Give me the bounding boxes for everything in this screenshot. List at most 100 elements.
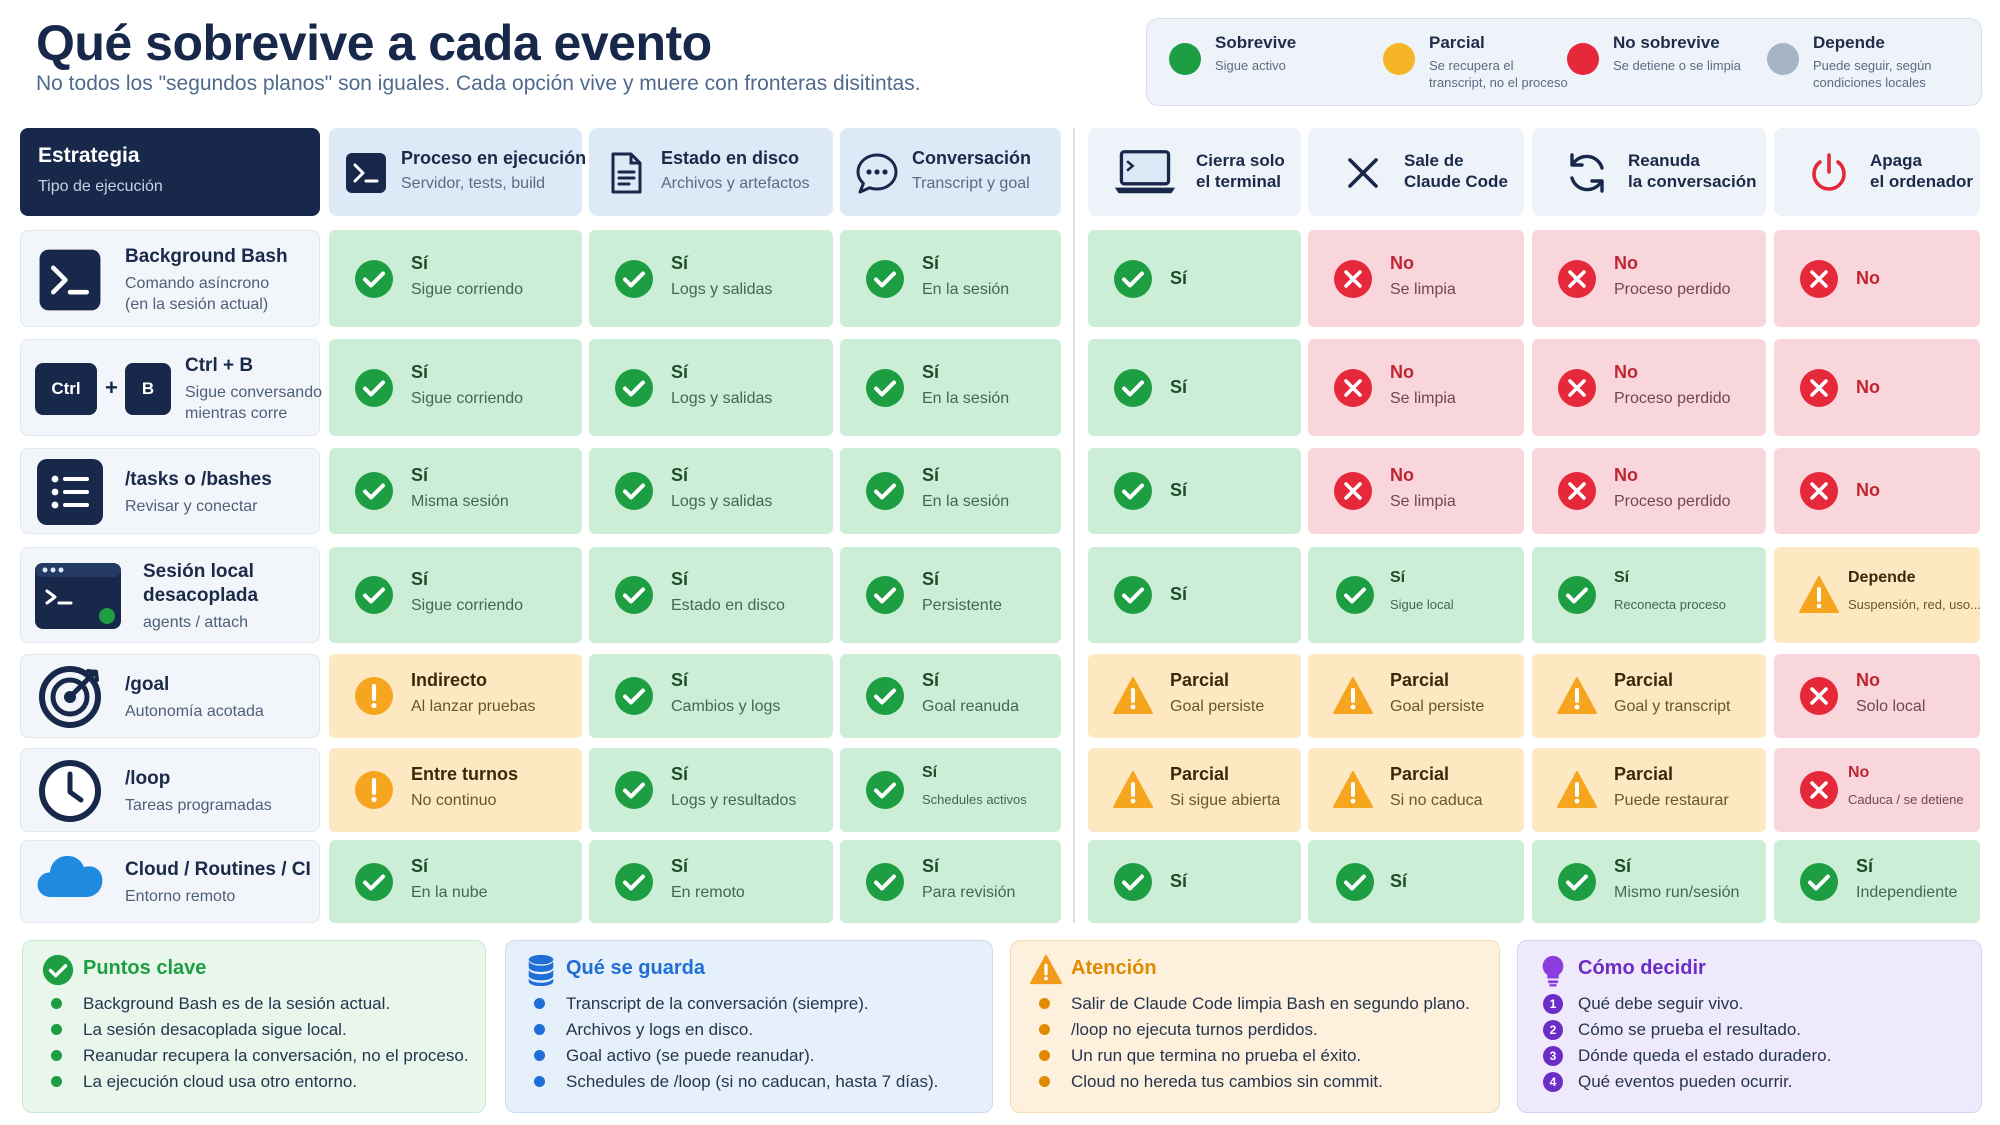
status-cell-ok: Sí [1088,339,1301,436]
key-cap: B [125,362,171,415]
status-title: Sí [1170,870,1188,891]
warning-icon [1332,769,1374,811]
status-title: Parcial [1614,764,1674,784]
status-detail: Si no caduca [1390,792,1483,809]
info-card-item-text: Dónde queda el estado duradero. [1578,1046,1832,1065]
info-card-item: Schedules de /loop (si no caducan, hasta… [534,1071,938,1097]
status-detail: Misma sesión [411,493,509,510]
warning-icon [1556,675,1598,717]
status-cell-ok: Sí [1308,840,1524,923]
bullet [534,998,545,1009]
warning-icon [1798,574,1840,616]
bullet [534,1050,545,1061]
status-cell-no: No [1774,448,1980,534]
check-circle-icon [613,470,655,512]
info-card-item: Transcript de la conversación (siempre). [534,993,938,1019]
status-detail: En remoto [671,883,745,901]
info-card-item-text: Cómo se prueba el resultado. [1578,1020,1802,1039]
status-detail: Si sigue abierta [1170,792,1281,809]
legend-title: Sobrevive [1215,33,1297,52]
legend-description: Sigue activo [1215,58,1286,73]
info-card-item-text: /loop no ejecuta turnos perdidos. [1071,1020,1318,1039]
strategy-header-subtitle: Tipo de ejecución [38,178,163,195]
legend-swatch [1567,43,1599,75]
row-label-title: Cloud / Routines / CI [125,859,311,880]
status-title: Sí [411,855,429,876]
status-title: Sí [411,361,429,382]
status-detail: Mismo run/sesión [1614,883,1740,901]
bullet [51,1024,62,1035]
number-badge: 3 [1543,1046,1563,1066]
status-title: Sí [922,252,940,273]
check-circle-icon [1556,861,1598,903]
x-circle-icon [1556,470,1598,512]
status-title: Depende [1848,569,1916,586]
status-title: No [1856,480,1880,500]
info-card-item: Un run que termina no prueba el éxito. [1039,1045,1470,1071]
bullet [51,998,62,1009]
check-circle-icon [1556,574,1598,616]
info-card-item-text: Archivos y logs en disco. [566,1020,754,1039]
check-circle-icon [613,574,655,616]
status-detail: Solo local [1856,698,1926,715]
number-badge: 2 [1543,1020,1563,1040]
legend-title: Parcial [1429,33,1485,52]
target-icon [35,662,105,732]
number-badge: 4 [1543,1072,1563,1092]
x-circle-icon [1556,367,1598,409]
status-title: Sí [671,670,689,690]
info-card-title: Atención [1071,957,1157,979]
strategy-header: Estrategia Tipo de ejecución [20,128,320,216]
plus-sign: + [105,374,118,400]
info-card-title: Qué se guarda [566,957,705,979]
cloud-icon [35,848,105,918]
refresh-icon [1564,150,1610,196]
status-detail: En la sesión [922,389,1010,407]
status-title: Sí [922,855,940,876]
status-detail: Goal persiste [1390,698,1485,715]
legend-title: Depende [1813,33,1885,52]
info-card-item-text: Qué eventos pueden ocurrir. [1578,1072,1793,1091]
number-badge: 1 [1543,994,1563,1014]
info-card-item: Archivos y logs en disco. [534,1019,938,1045]
row-label-subtitle: agents / attach [143,613,248,631]
status-detail: Reconecta proceso [1614,597,1727,612]
exclamation-circle-icon [353,769,395,811]
info-card-item: /loop no ejecuta turnos perdidos. [1039,1019,1470,1045]
page-subtitle: No todos los "segundos planos" son igual… [36,72,921,95]
key-cap: Ctrl [35,362,97,415]
exclamation-circle-icon [353,675,395,717]
x-circle-icon [1332,258,1374,300]
status-cell-ok: Sí [1088,230,1301,327]
status-title: No [1856,670,1880,690]
legend-description: Se detiene o se limpia [1613,58,1741,73]
row-label-title: Ctrl + B [185,354,254,376]
check-circle-icon [353,470,395,512]
info-card-item: Cloud no hereda tus cambios sin commit. [1039,1071,1470,1097]
check-circle-icon [864,367,906,409]
warning-icon [1556,769,1598,811]
check-circle-icon [613,258,655,300]
